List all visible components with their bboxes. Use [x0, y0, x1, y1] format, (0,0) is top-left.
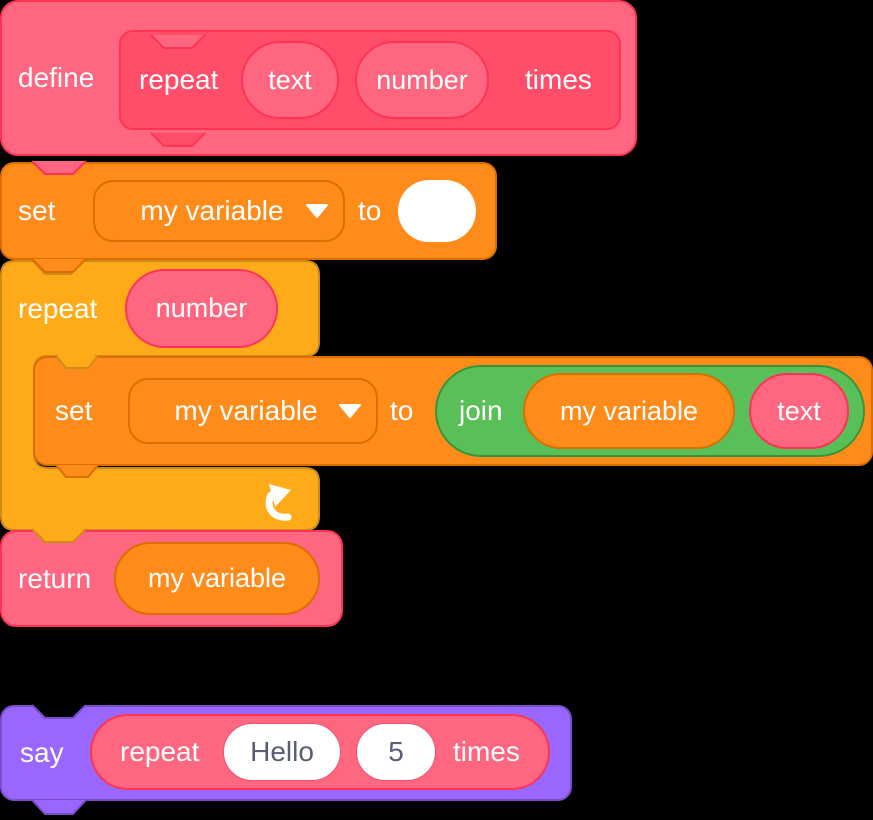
empty-value-input[interactable] [398, 180, 476, 242]
prototype-label-times: times [525, 64, 592, 95]
repeat-mouth-tab [55, 355, 99, 369]
loop-arrow-icon [265, 484, 292, 521]
repeat-bottom-tab [31, 528, 87, 543]
number-input-5[interactable]: 5 [356, 723, 436, 781]
repeat-label: repeat [18, 292, 98, 324]
chevron-down-icon[interactable] [305, 202, 329, 220]
set-inner-bottom-tab [55, 464, 99, 478]
variable-dropdown-value: my variable [174, 395, 318, 426]
parameter-number-reporter[interactable]: number [355, 41, 489, 119]
text-input-hello[interactable]: Hello [223, 723, 341, 781]
variable-reporter[interactable]: my variable [523, 373, 735, 449]
say-top-notch [31, 704, 87, 719]
custom-block-prototype[interactable]: repeat text number times [119, 30, 621, 130]
say-bottom-tab [31, 799, 87, 815]
number-argument-reporter[interactable]: number [125, 269, 278, 348]
variable-dropdown[interactable]: my variable [93, 180, 345, 242]
return-block[interactable]: return my variable [0, 530, 343, 627]
set-label: set [18, 195, 56, 226]
set-outer-bottom-tab [31, 258, 87, 273]
call-label-repeat: repeat [120, 736, 200, 767]
variable-reporter[interactable]: my variable [114, 542, 320, 615]
to-label: to [358, 195, 382, 226]
set-variable-block-outer[interactable]: set my variable to [0, 162, 497, 260]
say-block[interactable]: say repeat Hello 5 times [0, 705, 572, 801]
parameter-text-reporter[interactable]: text [241, 41, 339, 119]
define-block[interactable]: define repeat text number times [0, 0, 637, 156]
to-label: to [390, 395, 414, 426]
variable-dropdown[interactable]: my variable [128, 378, 378, 444]
call-label-times: times [453, 736, 520, 767]
set-label: set [55, 395, 93, 426]
variable-dropdown-value: my variable [140, 195, 284, 226]
join-operator-block[interactable]: join my variable text [435, 365, 865, 457]
custom-block-call-reporter[interactable]: repeat Hello 5 times [90, 714, 550, 790]
define-keyword-label: define [18, 62, 95, 93]
prototype-bottom-tab [150, 132, 206, 147]
set-variable-block-inner[interactable]: set my variable to join my variable text [33, 356, 873, 466]
text-argument-reporter[interactable]: text [749, 373, 849, 449]
define-bottom-tab [31, 160, 87, 175]
say-label: say [20, 737, 64, 768]
prototype-top-notch [150, 34, 206, 49]
prototype-label-repeat: repeat [139, 64, 219, 95]
chevron-down-icon[interactable] [338, 402, 362, 420]
return-label: return [18, 562, 92, 594]
join-label: join [459, 395, 503, 426]
